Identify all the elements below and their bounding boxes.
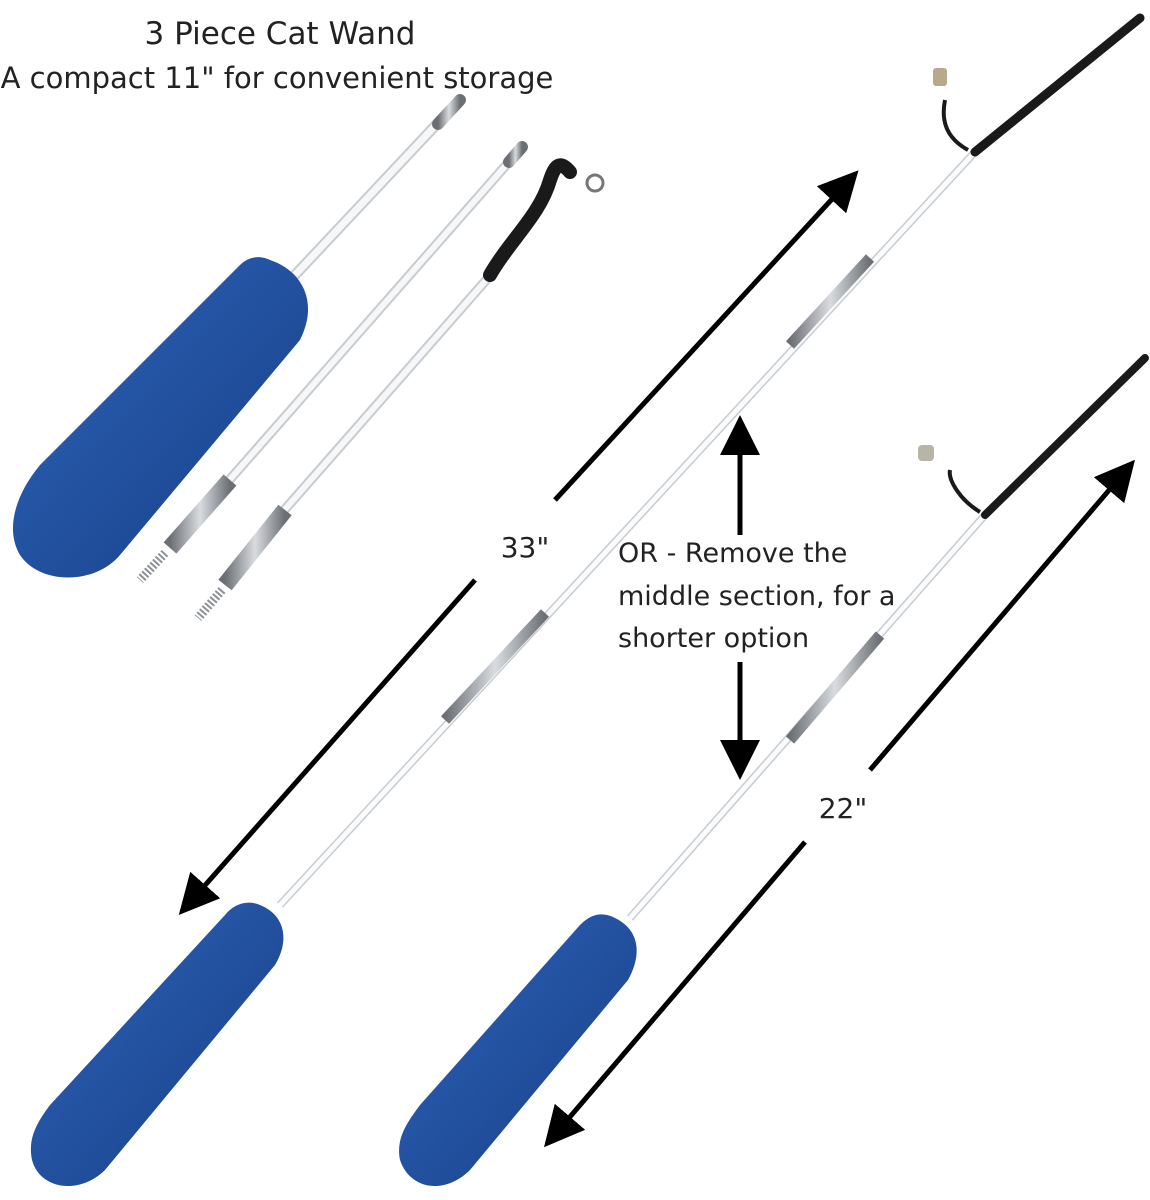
foam-handle [30, 902, 284, 1187]
piece-middle-section [136, 141, 528, 584]
arrow-33 [178, 170, 859, 915]
wand-short-length [399, 354, 1149, 1187]
piece-handle-section [12, 94, 466, 578]
length-22-label: 22" [819, 792, 868, 825]
clip-icon [933, 68, 947, 86]
foam-handle [12, 257, 309, 578]
piece-tip-section [194, 158, 605, 621]
clip-icon [918, 445, 934, 461]
subtitle: A compact 11" for convenient storage [1, 61, 554, 95]
note-line-2: middle section, for a [618, 581, 895, 612]
wand-full-length [30, 13, 1145, 1187]
note-line-3: shorter option [618, 623, 809, 654]
note-line-1: OR - Remove the [618, 538, 847, 569]
title: 3 Piece Cat Wand [145, 16, 416, 52]
cord [483, 158, 577, 282]
length-33-label: 33" [501, 531, 550, 564]
foam-handle [399, 914, 637, 1187]
clip-icon [585, 173, 605, 193]
arrow-22 [544, 459, 1135, 1148]
